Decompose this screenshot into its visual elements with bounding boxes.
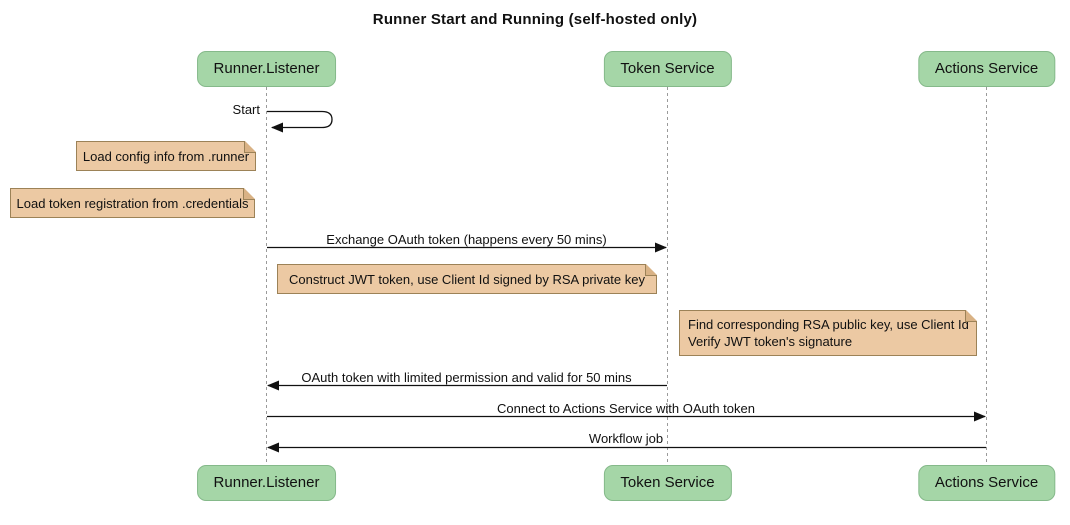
participant-actions-service-bottom: Actions Service — [917, 465, 1056, 501]
note-text: Load config info from .runner — [82, 148, 250, 164]
note-text: Construct JWT token, use Client Id signe… — [289, 271, 645, 287]
note-verify-jwt: Find corresponding RSA public key, use C… — [679, 310, 977, 356]
participant-token-service-bottom: Token Service — [603, 465, 732, 501]
message-label-connect: Connect to Actions Service with OAuth to… — [497, 401, 755, 416]
self-message-start-arrow — [267, 110, 333, 133]
diagram-title: Runner Start and Running (self-hosted on… — [372, 11, 698, 28]
note-text: Verify JWT token's signature — [688, 334, 853, 349]
note-load-token-registration: Load token registration from .credential… — [10, 188, 255, 218]
message-label-exchange: Exchange OAuth token (happens every 50 m… — [326, 232, 607, 247]
note-construct-jwt: Construct JWT token, use Client Id signe… — [277, 264, 657, 294]
message-label-workflow: Workflow job — [588, 431, 664, 446]
participant-runner-listener-top: Runner.Listener — [196, 51, 337, 87]
participant-actions-service-top: Actions Service — [917, 51, 1056, 87]
note-load-config: Load config info from .runner — [76, 141, 256, 171]
participant-token-service-top: Token Service — [603, 51, 732, 87]
note-text: Find corresponding RSA public key, use C… — [688, 317, 969, 332]
message-label-start: Start — [232, 102, 260, 117]
note-text: Load token registration from .credential… — [16, 195, 249, 211]
message-label-oauth-return: OAuth token with limited permission and … — [301, 370, 632, 385]
participant-runner-listener-bottom: Runner.Listener — [196, 465, 337, 501]
